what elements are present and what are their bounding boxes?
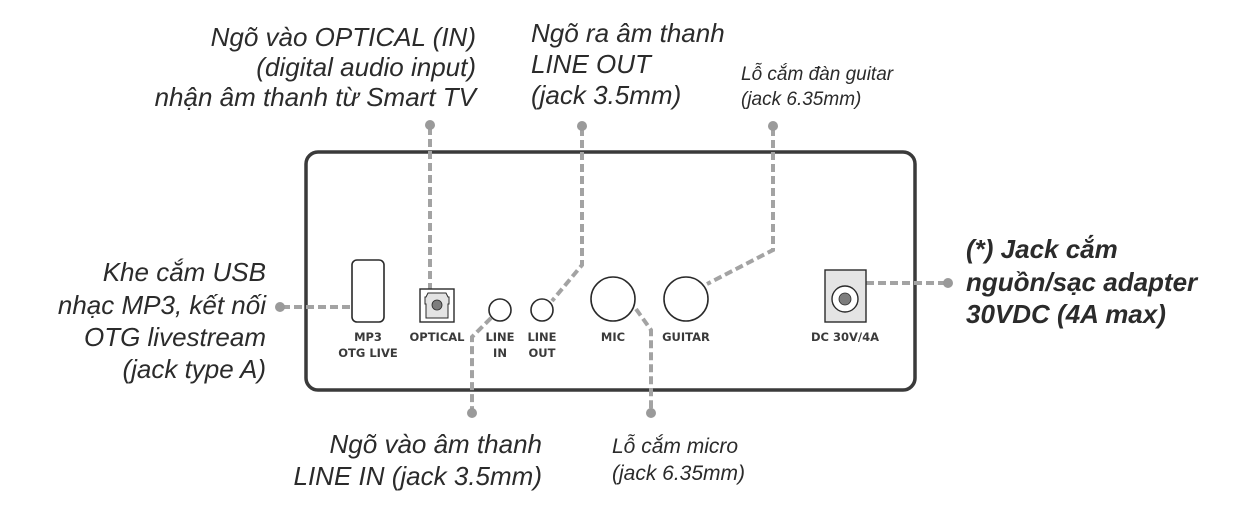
optical-port-label: OPTICAL: [410, 330, 466, 344]
line-in-callout-line-1: Ngõ vào âm thanh: [330, 429, 542, 459]
dc-callout-line-3: 30VDC (4A max): [966, 299, 1166, 329]
line-out-callout-line-1: Ngõ ra âm thanh: [531, 18, 725, 48]
optical-lens-icon: [431, 299, 443, 311]
usb-callout: Khe cắm USB nhạc MP3, kết nối OTG livest…: [58, 257, 267, 384]
guitar-callout-line-2: (jack 6.35mm): [741, 89, 861, 110]
guitar-callout-line-1: Lỗ cắm đàn guitar: [741, 64, 894, 85]
dc-callout: (*) Jack cắm nguồn/sạc adapter 30VDC (4A…: [966, 234, 1199, 329]
line-out-callout-line-2: LINE OUT: [531, 49, 653, 79]
mic-callout-line-1: Lỗ cắm micro: [612, 435, 738, 458]
line-out-leader-line: [550, 128, 584, 303]
mic-leader-line: [634, 307, 653, 411]
usb-callout-line-1: Khe cắm USB: [103, 257, 266, 287]
line-out-callout: Ngõ ra âm thanh LINE OUT (jack 3.5mm): [531, 18, 725, 110]
line-in-callout-line-2: LINE IN (jack 3.5mm): [294, 461, 543, 491]
line-in-jack-icon: [488, 298, 512, 322]
guitar-dot: [768, 121, 778, 131]
optical-callout-line-1: Ngõ vào OPTICAL (IN): [211, 22, 476, 52]
line-in-dot: [467, 408, 477, 418]
rear-panel: [304, 150, 917, 392]
line-out-port: LINE OUT: [527, 298, 557, 360]
guitar-port: GUITAR: [662, 276, 710, 344]
mic-dot: [646, 408, 656, 418]
line-out-jack-icon: [530, 298, 554, 322]
line-out-callout-line-3: (jack 3.5mm): [531, 80, 681, 110]
line-in-leader-line: [470, 316, 493, 410]
optical-callout: Ngõ vào OPTICAL (IN) (digital audio inpu…: [155, 22, 479, 112]
usb-port-label-1: MP3: [354, 330, 382, 344]
optical-callout-line-3: nhận âm thanh từ Smart TV: [155, 82, 479, 112]
usb-dot: [275, 302, 285, 312]
line-in-callout: Ngõ vào âm thanh LINE IN (jack 3.5mm): [294, 429, 543, 491]
line-in-label-2: IN: [493, 346, 507, 360]
guitar-label: GUITAR: [662, 330, 710, 344]
line-out-label-2: OUT: [529, 346, 556, 360]
mic-jack-icon: [590, 276, 636, 322]
dc-pin-icon: [838, 292, 852, 306]
optical-port: OPTICAL: [410, 288, 466, 344]
usb-slot-icon: [351, 259, 385, 323]
optical-callout-line-2: (digital audio input): [256, 52, 476, 82]
usb-callout-line-2: nhạc MP3, kết nối: [58, 290, 267, 320]
usb-callout-line-4: (jack type A): [122, 354, 266, 384]
usb-port: MP3 OTG LIVE: [338, 259, 398, 360]
dc-port: DC 30V/4A: [811, 269, 879, 344]
dc-dot: [943, 278, 953, 288]
guitar-leader-line: [706, 128, 775, 286]
dc-callout-line-2: nguồn/sạc adapter: [966, 267, 1199, 297]
usb-callout-line-3: OTG livestream: [84, 322, 266, 352]
leader-dots: [275, 120, 953, 418]
guitar-jack-icon: [663, 276, 709, 322]
usb-port-label-2: OTG LIVE: [338, 346, 398, 360]
line-out-dot: [577, 121, 587, 131]
mic-callout-line-2: (jack 6.35mm): [612, 462, 745, 485]
line-out-label-1: LINE: [527, 330, 556, 344]
mic-callout: Lỗ cắm micro (jack 6.35mm): [612, 435, 745, 485]
leader-lines: [282, 127, 946, 411]
mic-port: MIC: [590, 276, 636, 344]
line-in-port: LINE IN: [485, 298, 515, 360]
guitar-callout: Lỗ cắm đàn guitar (jack 6.35mm): [741, 64, 894, 110]
line-in-label-1: LINE: [485, 330, 514, 344]
mic-label: MIC: [601, 330, 625, 344]
dc-label: DC 30V/4A: [811, 330, 879, 344]
dc-callout-line-1: (*) Jack cắm: [966, 234, 1118, 264]
optical-dot: [425, 120, 435, 130]
